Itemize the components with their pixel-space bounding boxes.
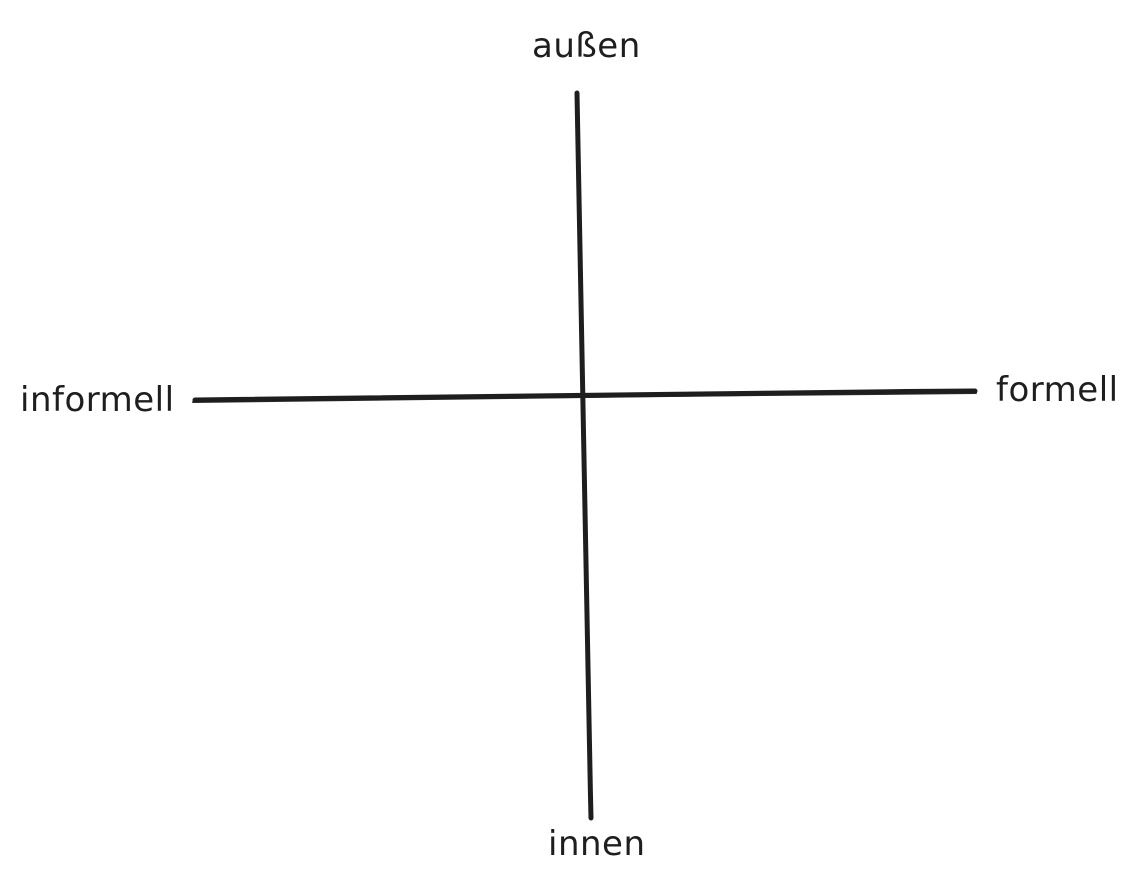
vertical-axis-line (574, 90, 594, 821)
horizontal-axis-line (192, 388, 978, 403)
axis-label-bottom: innen (548, 824, 646, 864)
axis-label-right: formell (996, 370, 1119, 410)
axis-label-left: informell (20, 380, 175, 420)
horizontal-axis-line-overdraw (192, 392, 977, 403)
axis-label-top: außen (532, 26, 641, 66)
